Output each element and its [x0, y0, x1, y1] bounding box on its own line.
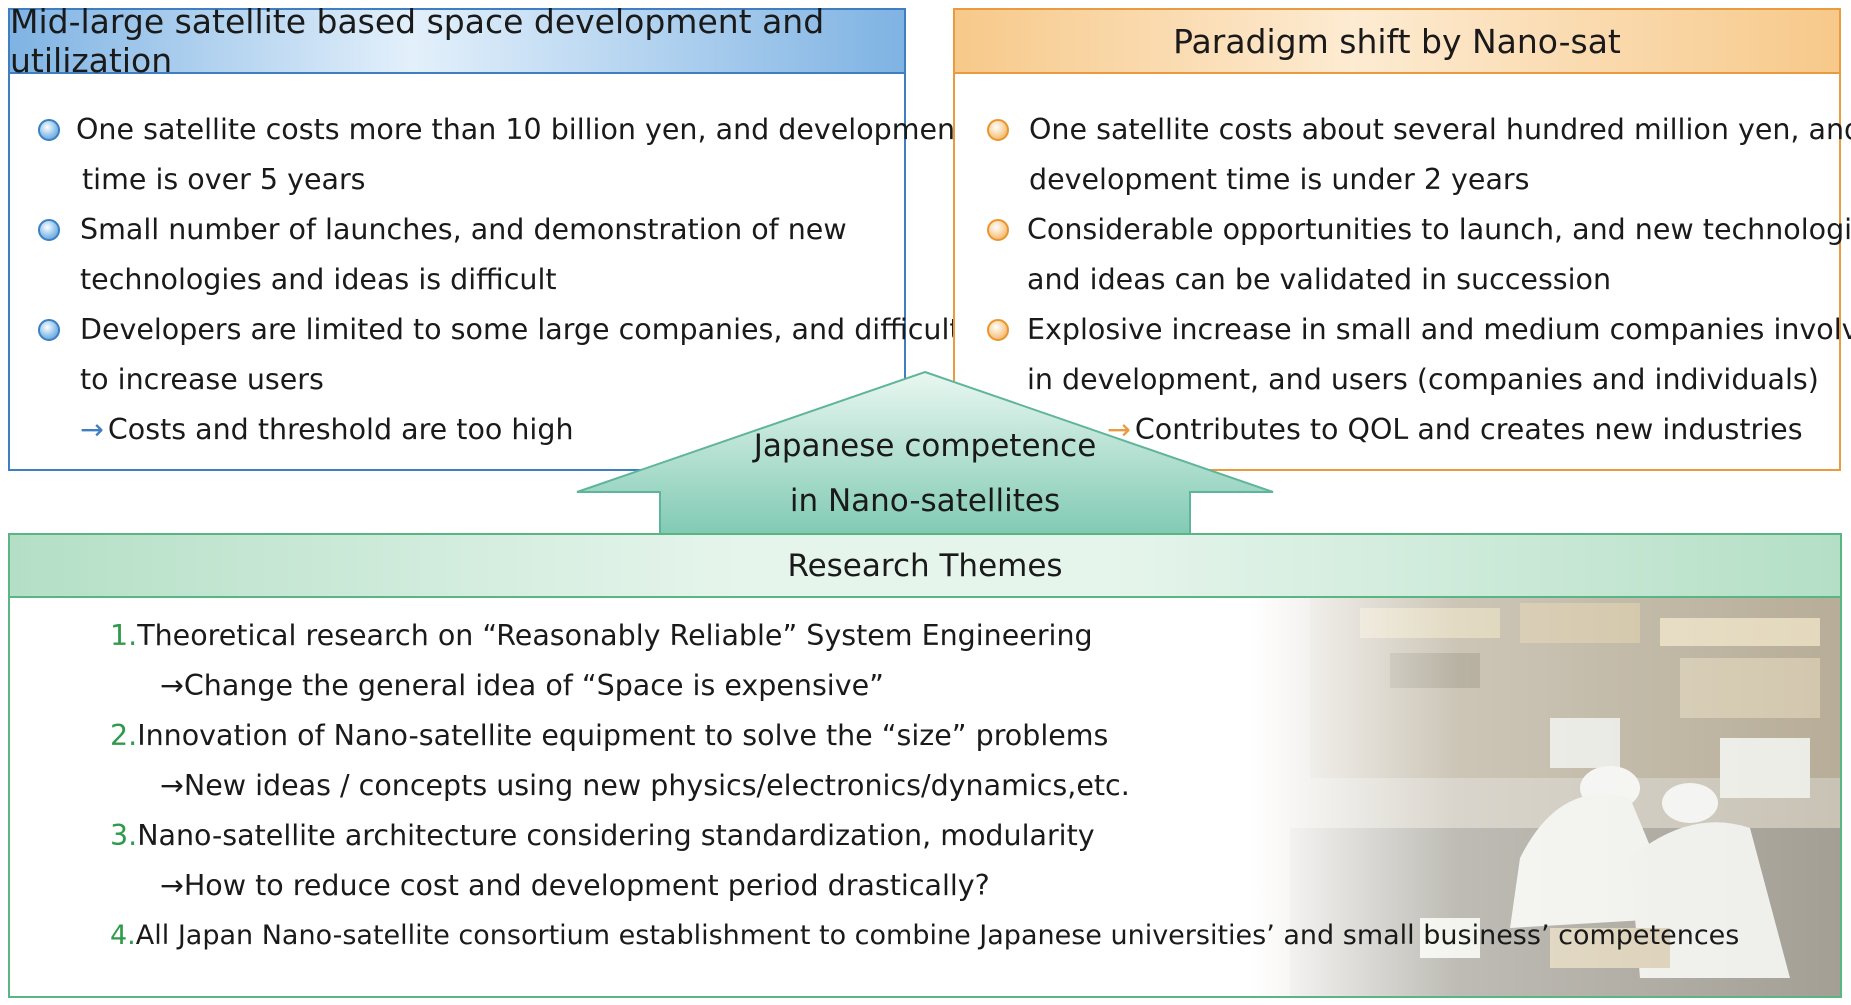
item-text-line: Developers are limited to some large com… [80, 313, 961, 346]
theme-text: Innovation of Nano-satellite equipment t… [137, 719, 1109, 752]
orange-circle-bullet-icon [987, 119, 1009, 141]
blue-circle-bullet-icon [38, 119, 60, 141]
item-text-line: technologies and ideas is difficult [80, 263, 557, 296]
theme-number: 1. [110, 619, 138, 652]
conclusion-text: Contributes to QOL and creates new indus… [1134, 413, 1803, 446]
item-text-line: in development, and users (companies and… [1027, 363, 1819, 396]
blue-circle-bullet-icon [38, 319, 60, 341]
research-theme: 2.Innovation of Nano-satellite equipment… [110, 711, 1108, 761]
panel-title: Paradigm shift by Nano-sat [955, 10, 1839, 74]
theme-number: 4. [110, 920, 136, 951]
arrow-label-line: in Nano-satellites [789, 483, 1061, 519]
conclusion-text: Costs and threshold are too high [107, 413, 574, 446]
conclusion: →Costs and threshold are too high [80, 405, 574, 455]
item-text-line: One satellite costs more than 10 billion… [76, 113, 967, 146]
paradigm-shift-panel: Paradigm shift by Nano-sat One satellite… [953, 8, 1851, 471]
orange-circle-bullet-icon [987, 319, 1009, 341]
item-text-line: time is over 5 years [82, 163, 366, 196]
theme-subtext: →Change the general idea of “Space is ex… [160, 669, 884, 702]
item-text-line: Considerable opportunities to launch, an… [1027, 213, 1851, 246]
item-text-line: to increase users [80, 363, 324, 396]
blue-circle-bullet-icon [38, 219, 60, 241]
theme-number: 3. [110, 819, 138, 852]
item-text-line: and ideas can be validated in succession [1027, 263, 1612, 296]
item-text-line: Small number of launches, and demonstrat… [80, 213, 847, 246]
up-arrow-icon [576, 370, 1274, 542]
research-themes-panel: Research Themes 1.Theoretical research o… [8, 533, 1842, 998]
item-text-line: Explosive increase in small and medium c… [1027, 313, 1851, 346]
theme-subtext: →How to reduce cost and development peri… [160, 869, 990, 902]
research-theme: 1.Theoretical research on “Reasonably Re… [110, 611, 1093, 661]
lab-photo-image [1250, 598, 1840, 996]
right-arrow-icon: → [80, 413, 104, 446]
theme-number: 2. [110, 719, 138, 752]
item-text-line: One satellite costs about several hundre… [1029, 113, 1851, 146]
mid-large-satellite-panel: Mid-large satellite based space developm… [8, 2, 966, 471]
panel-title: Mid-large satellite based space developm… [10, 2, 904, 80]
arrow-label-line: Japanese competence [753, 428, 1097, 464]
research-theme: 3.Nano-satellite architecture considerin… [110, 811, 1095, 861]
item-text-line: development time is under 2 years [1029, 163, 1530, 196]
theme-subtext: →New ideas / concepts using new physics/… [160, 769, 1130, 802]
panel-title: Research Themes [10, 535, 1840, 598]
theme-text: Nano-satellite architecture considering … [137, 819, 1095, 852]
orange-circle-bullet-icon [987, 219, 1009, 241]
research-theme: 4.All Japan Nano-satellite consortium es… [110, 911, 1739, 961]
theme-text: Theoretical research on “Reasonably Reli… [137, 619, 1093, 652]
theme-text: All Japan Nano-satellite consortium esta… [135, 920, 1740, 951]
